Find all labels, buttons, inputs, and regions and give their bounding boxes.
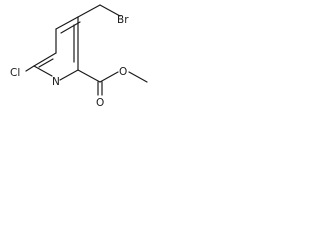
bond-c5-c6 (33, 52, 57, 67)
bond-c6-cl (25, 65, 35, 72)
bond-ester-o-methyl (128, 71, 148, 83)
bond-c3-c4-inner (60, 21, 81, 34)
atom-label-ester-oxygen: O (119, 66, 127, 78)
bond-c2-carbonyl (77, 69, 101, 83)
bond-c5-c6-inner (38, 58, 54, 68)
molecule-structure-diagram: Br Cl N O O (10, 4, 148, 108)
atom-label-carbonyl-oxygen: O (96, 97, 104, 108)
bond-c3-ch2 (77, 4, 101, 18)
bond-ch2-br (99, 4, 121, 17)
atom-label-chlorine: Cl (10, 67, 20, 79)
bond-carbonyl-ester-o (99, 71, 119, 83)
atom-label-ring-nitrogen: N (52, 76, 60, 88)
bond-n1-c2 (59, 69, 79, 81)
bond-c6-n1 (33, 65, 53, 77)
bond-c3-c4 (55, 16, 79, 30)
atom-label-bromine: Br (117, 14, 129, 26)
